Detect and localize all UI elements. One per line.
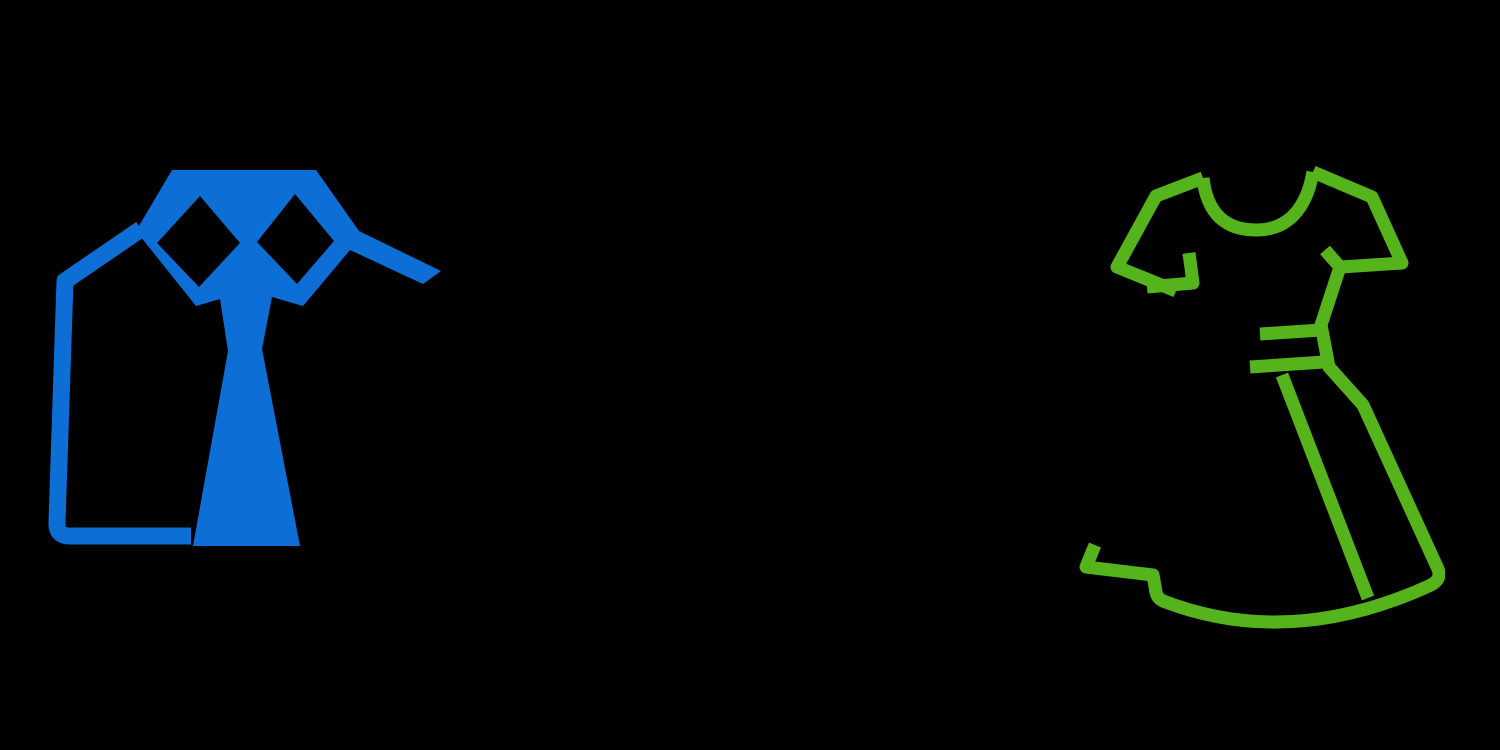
dress-left-cuff-mark (1146, 252, 1200, 294)
dress-body-and-hem (1079, 245, 1445, 629)
dress-belt-line-top (1259, 323, 1322, 341)
dress-right-sleeve (1310, 166, 1409, 274)
dress-left-sleeve (1110, 171, 1206, 298)
dress-skirt-fold-line (1275, 372, 1375, 601)
dress-icon (1079, 166, 1445, 629)
shirt-body-outline (48, 221, 191, 545)
dress-belt-line-bottom (1249, 355, 1325, 374)
dress-neckline (1196, 170, 1320, 237)
shirt-collar-and-tie (136, 170, 441, 546)
shirt-and-tie-icon (48, 170, 441, 546)
